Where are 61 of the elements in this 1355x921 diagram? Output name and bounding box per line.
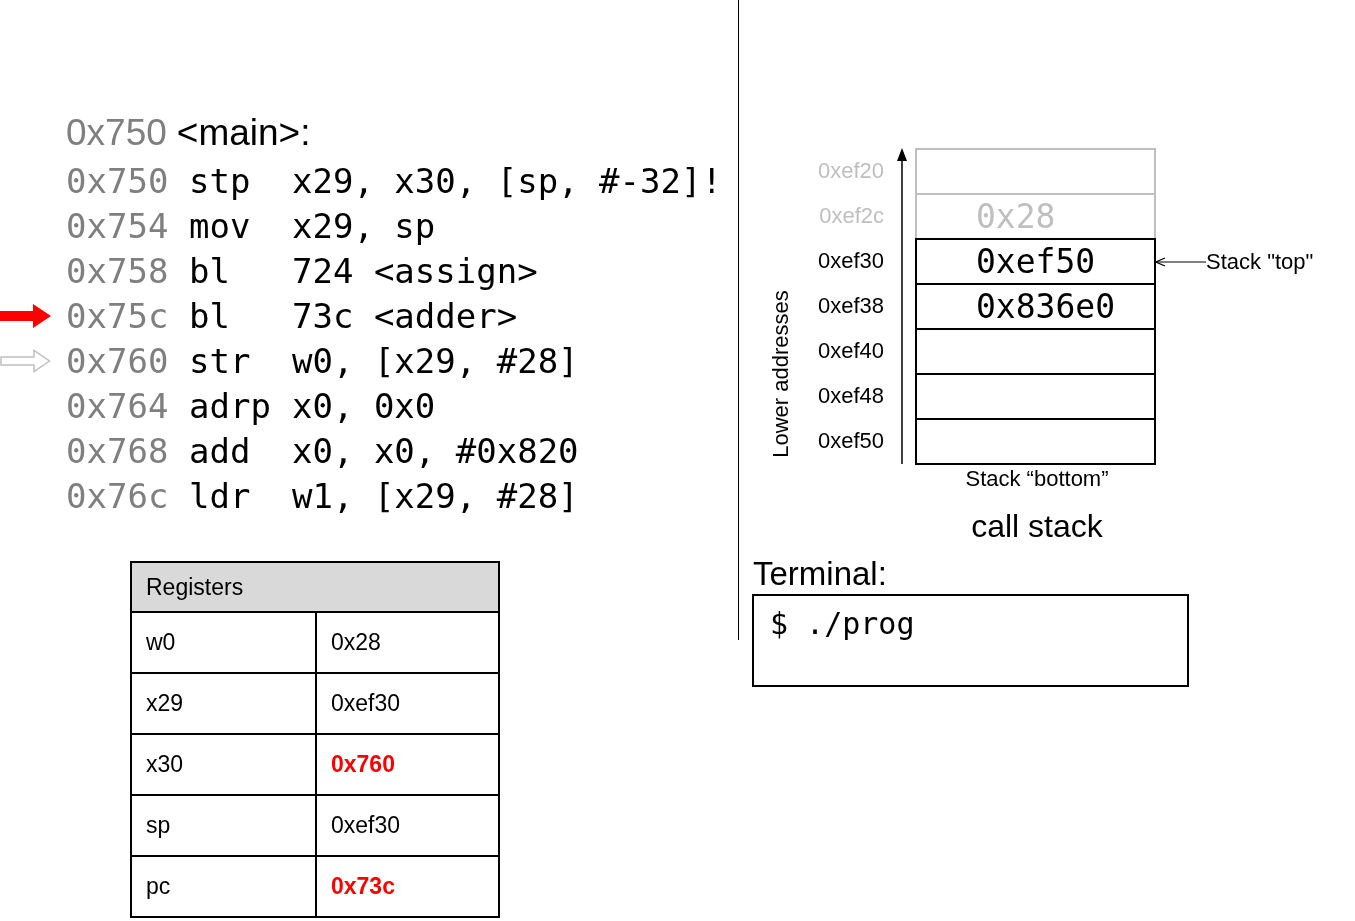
code-address: 0x758	[66, 250, 169, 293]
terminal-heading: Terminal:	[753, 554, 887, 594]
axis-label: Lower addresses	[768, 290, 794, 458]
address-label: 0xef50	[817, 428, 884, 454]
instruction-operands: x29, x30, [sp, #-32]!	[292, 160, 722, 203]
register-name-cell: w0	[132, 613, 317, 674]
instruction-operands: x0, x0, #0x820	[292, 430, 579, 473]
stack-bottom-label: Stack “bottom”	[965, 466, 1109, 492]
code-address: 0x754	[66, 205, 169, 248]
stack-slot	[915, 418, 1156, 465]
register-value-cell: 0xef30	[317, 796, 500, 857]
stack-slot	[915, 283, 1156, 330]
instruction-mnemonic: str	[189, 340, 251, 383]
instruction-operands: 73c <adder>	[292, 295, 518, 338]
instruction-mnemonic: bl	[189, 295, 230, 338]
code-address: 0x750	[66, 160, 169, 203]
instruction-operands: x29, sp	[292, 205, 436, 248]
code-address: 0x764	[66, 385, 169, 428]
address-label: 0xef30	[817, 248, 884, 274]
register-value-cell: 0x73c	[317, 857, 500, 918]
slot-value: 0xef50	[976, 242, 1096, 281]
table-header: Registers	[132, 563, 500, 613]
code-address: 0x750	[66, 111, 167, 155]
slot-value: 0x28	[976, 197, 1056, 236]
address-label: 0xef38	[817, 293, 884, 319]
code-address: 0x760	[66, 340, 169, 383]
instruction-operands: x0, 0x0	[292, 385, 436, 428]
address-label: 0xef48	[817, 383, 884, 409]
code-address: 0x76c	[66, 475, 169, 518]
instruction-mnemonic: ldr	[189, 475, 251, 518]
instruction-operands: w0, [x29, #28]	[292, 340, 579, 383]
instruction-operands: 724 <assign>	[292, 250, 538, 293]
stack-slot	[915, 148, 1156, 195]
instruction-mnemonic: add	[189, 430, 251, 473]
code-address: 0x768	[66, 430, 169, 473]
register-value-cell: 0xef30	[317, 674, 500, 735]
address-label: 0xef40	[817, 338, 884, 364]
instruction-operands: w1, [x29, #28]	[292, 475, 579, 518]
register-name-cell: x30	[132, 735, 317, 796]
stack-slot	[915, 328, 1156, 375]
instruction-mnemonic: bl	[189, 250, 230, 293]
stack-slot	[915, 238, 1156, 285]
instruction-mnemonic: mov	[189, 205, 251, 248]
register-name-cell: sp	[132, 796, 317, 857]
instruction-mnemonic: stp	[189, 160, 251, 203]
stack-slot	[915, 193, 1156, 240]
diagram-caption: call stack	[971, 507, 1103, 546]
stack-slot	[915, 373, 1156, 420]
code-address: 0x75c	[66, 295, 169, 338]
register-value-cell: 0x28	[317, 613, 500, 674]
instruction-mnemonic: adrp	[189, 385, 271, 428]
register-value-cell: 0x760	[317, 735, 500, 796]
address-label: 0xef2c	[819, 203, 884, 229]
function-label: <main>:	[176, 111, 311, 155]
annotation-label: Stack "top"	[1206, 249, 1314, 275]
register-name-cell: pc	[132, 857, 317, 918]
terminal-command: $ ./prog	[770, 605, 915, 643]
leader-arrow	[1155, 257, 1207, 267]
register-name-cell: x29	[132, 674, 317, 735]
address-label: 0xef20	[817, 158, 884, 184]
slot-value: 0x836e0	[976, 287, 1116, 326]
